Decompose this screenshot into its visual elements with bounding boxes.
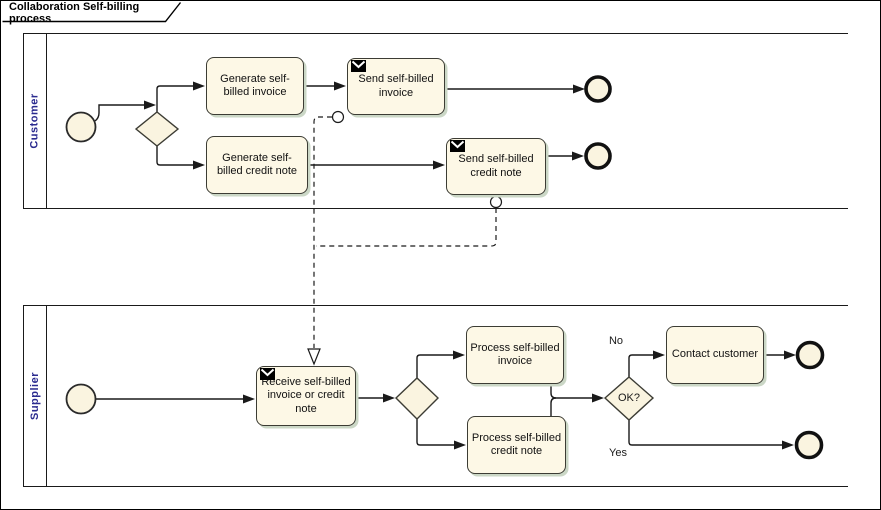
gateway-supplier-split[interactable] xyxy=(394,377,440,420)
message-icon xyxy=(260,368,275,380)
pool-supplier-label: Supplier xyxy=(29,371,42,421)
pool-customer[interactable]: Customer xyxy=(23,33,848,209)
end-event-customer-invoice[interactable] xyxy=(584,75,612,103)
task-label: Receive self-billed invoice or credit no… xyxy=(261,375,351,415)
task-send-self-billed-invoice[interactable]: Send self-billed invoice xyxy=(347,58,445,115)
start-event-customer[interactable] xyxy=(65,111,97,143)
end-event-supplier-contact[interactable] xyxy=(795,340,825,370)
pool-customer-header: Customer xyxy=(24,34,47,208)
task-label: Send self-billed invoice xyxy=(358,73,434,99)
message-icon xyxy=(351,60,366,72)
task-label: Generate self-billed credit note xyxy=(216,151,298,178)
task-generate-self-billed-invoice[interactable]: Generate self-billed invoice xyxy=(206,57,304,115)
task-send-self-billed-credit-note[interactable]: Send self-billed credit note xyxy=(446,138,546,195)
task-process-self-billed-credit-note[interactable]: Process self-billed credit note xyxy=(467,416,566,474)
message-flow-credit-note xyxy=(316,208,497,247)
pool-supplier-header: Supplier xyxy=(24,306,47,486)
pool-customer-label: Customer xyxy=(29,93,41,149)
task-label: Generate self-billed invoice xyxy=(220,72,290,99)
message-flows xyxy=(313,116,497,348)
task-receive-self-billed-invoice-or-credit-note[interactable]: Receive self-billed invoice or credit no… xyxy=(256,366,356,426)
message-arrowhead xyxy=(307,348,321,366)
task-label: Process self-billed credit note xyxy=(471,431,562,458)
gateway-customer-split[interactable] xyxy=(134,111,180,147)
message-source-port-credit-note xyxy=(489,195,503,209)
task-generate-self-billed-credit-note[interactable]: Generate self-billed credit note xyxy=(206,136,308,194)
flow-label-yes: Yes xyxy=(609,447,627,459)
task-label: Send self-billed credit note xyxy=(458,153,534,179)
gateways xyxy=(134,111,655,421)
title-tab-outline xyxy=(2,2,182,23)
events xyxy=(65,75,825,460)
gateway-ok-label: OK? xyxy=(617,392,640,404)
diagram-title-text: Collaboration Self-billing process xyxy=(9,0,140,25)
message-flow-invoice xyxy=(313,116,332,348)
start-event-supplier[interactable] xyxy=(65,383,97,415)
end-event-supplier-ok[interactable] xyxy=(794,430,824,460)
task-process-self-billed-invoice[interactable]: Process self-billed invoice xyxy=(466,326,564,384)
sequence-flows xyxy=(94,85,784,446)
message-icon xyxy=(450,140,465,152)
task-contact-customer[interactable]: Contact customer xyxy=(666,326,764,384)
gateway-ok-decision[interactable] xyxy=(603,376,655,421)
task-label: Process self-billed invoice xyxy=(470,341,560,368)
task-label: Contact customer xyxy=(671,348,759,361)
pool-supplier[interactable]: Supplier xyxy=(23,305,848,487)
flow-label-no: No xyxy=(608,335,623,347)
message-source-port-invoice xyxy=(331,110,345,124)
diagram-title: Collaboration Self-billing process xyxy=(3,0,181,25)
end-event-customer-credit-note[interactable] xyxy=(584,142,612,170)
arrowheads xyxy=(144,81,796,450)
